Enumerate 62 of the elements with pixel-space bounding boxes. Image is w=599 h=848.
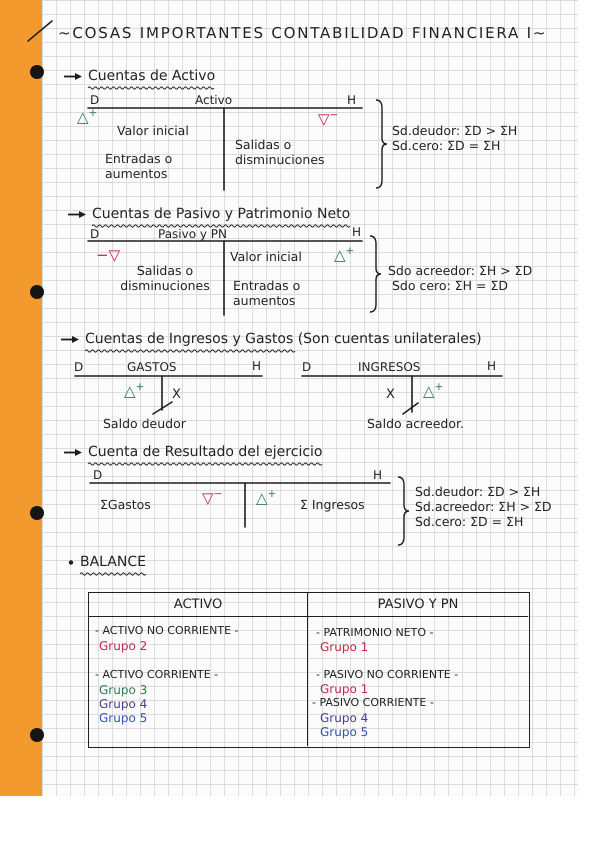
balance-type: Saldo deudor: [103, 416, 186, 431]
cross-mark: X: [386, 387, 395, 402]
section-heading: Cuenta de Resultado del ejercicio: [88, 444, 322, 461]
entry-note: Valor inicial: [117, 123, 189, 138]
entry-note: Σ Ingresos: [300, 497, 365, 512]
credit-label: H: [373, 468, 382, 483]
debit-label: D: [90, 93, 100, 108]
increase-sign: △$^{+}$: [256, 490, 276, 507]
credit-label: H: [487, 359, 496, 374]
balance-rule: Sd.deudor: ΣD > ΣH: [392, 123, 518, 138]
group-item: Grupo 5: [320, 725, 368, 739]
section-heading: BALANCE: [80, 554, 146, 571]
debit-label: D: [90, 227, 100, 242]
cross-mark: X: [172, 387, 181, 402]
group-item: Grupo 1: [320, 682, 368, 696]
balance-rule: Sd.acreedor: ΣH > ΣD: [415, 499, 552, 514]
column-header: PASIVO Y PN: [308, 593, 528, 617]
account-name: INGRESOS: [358, 360, 420, 375]
entry-note: Valor inicial: [230, 249, 302, 264]
entry-note: Salidas o disminuciones: [119, 263, 211, 293]
category-heading: - PASIVO CORRIENTE -: [312, 696, 434, 710]
group-item: Grupo 1: [320, 640, 368, 654]
group-item: Grupo 3: [99, 683, 148, 697]
credit-label: H: [352, 225, 362, 240]
category-heading: - ACTIVO CORRIENTE -: [95, 668, 218, 682]
credit-label: H: [252, 359, 262, 374]
debit-label: D: [74, 360, 84, 375]
entry-note: Entradas o aumentos: [233, 278, 302, 308]
balance-rule: Sd.cero: ΣD = ΣH: [415, 514, 524, 529]
balance-type: Saldo acreedor.: [367, 416, 464, 431]
group-item: Grupo 2: [99, 639, 148, 653]
entry-note: ΣGastos: [100, 497, 151, 512]
balance-rule: Sdo acreedor: ΣH > ΣD: [388, 263, 532, 278]
group-item: Grupo 4: [320, 711, 368, 725]
credit-label: H: [347, 93, 356, 108]
decrease-sign: −▽: [96, 247, 120, 264]
balance-rule: Sdo cero: ΣH = ΣD: [392, 278, 508, 293]
increase-sign: △$^{+}$: [124, 383, 144, 400]
entry-note: Entradas o aumentos: [105, 151, 174, 181]
balance-rule: Sd.cero: ΣD = ΣH: [392, 138, 500, 153]
group-item: Grupo 5: [99, 711, 148, 725]
account-name: Pasivo y PN: [158, 227, 228, 242]
entry-note: Salidas o disminuciones: [235, 137, 326, 167]
category-heading: - PATRIMONIO NETO -: [316, 626, 434, 640]
section-heading: Cuentas de Pasivo y Patrimonio Neto: [92, 206, 350, 223]
decrease-sign: ▽$^{−}$: [202, 490, 222, 507]
category-heading: - ACTIVO NO CORRIENTE -: [95, 624, 238, 638]
group-item: Grupo 4: [99, 697, 148, 711]
section-heading: Cuentas de Activo: [88, 68, 216, 85]
section-heading: Cuentas de Ingresos y Gastos (Son cuentas unilaterales): [85, 331, 482, 348]
balance-rule: Sd.deudor: ΣD > ΣH: [415, 484, 540, 499]
increase-sign: △$^{+}$: [423, 383, 444, 400]
account-name: GASTOS: [127, 360, 177, 375]
category-heading: - PASIVO NO CORRIENTE -: [316, 668, 458, 682]
debit-label: D: [93, 468, 102, 483]
decrease-sign: ▽$^{−}$: [318, 111, 338, 128]
increase-sign: △$^{+}$: [334, 247, 354, 264]
column-header: ACTIVO: [89, 593, 308, 617]
account-name: Activo: [195, 93, 232, 108]
page-title: ~COSAS IMPORTANTES CONTABILIDAD FINANCIERA I~: [58, 24, 548, 42]
increase-sign: △$^{+}$: [77, 109, 98, 126]
debit-label: D: [302, 360, 312, 375]
